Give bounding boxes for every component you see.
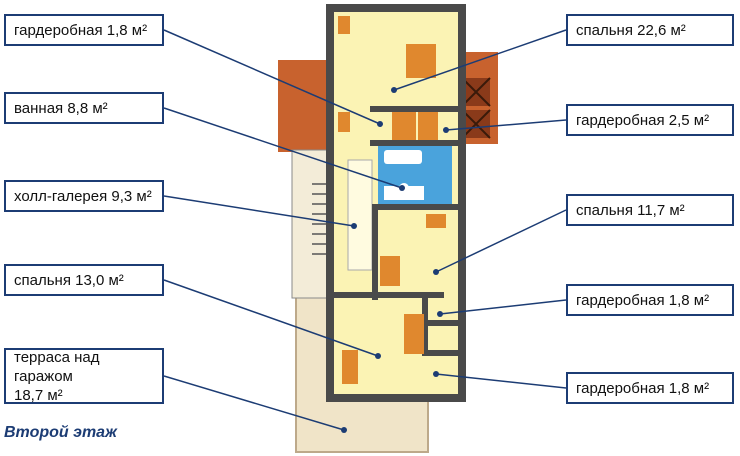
gallery-strip (347, 159, 373, 271)
leader-lines (163, 29, 567, 431)
label-text: гардеробная 1,8 м² (576, 379, 710, 397)
floor-caption: Второй этаж (4, 424, 117, 441)
label-text: холл-галерея 9,3 м² (14, 187, 152, 205)
label-text: гардеробная 1,8 м² (576, 291, 710, 309)
label-bedroom-11: спальня 11,7 м² (566, 194, 734, 226)
label-bedroom-22: спальня 22,6 м² (566, 14, 734, 46)
label-text: спальня 13,0 м² (14, 271, 124, 289)
label-bedroom-13: спальня 13,0 м² (4, 264, 164, 296)
label-text: гардеробная 1,8 м² (14, 21, 148, 39)
label-wardrobe-4: гардеробная 1,8 м² (566, 372, 734, 404)
label-terrace: терраса над гаражом 18,7 м² (4, 348, 164, 404)
chimney-icon (461, 77, 491, 139)
label-text: ванная 8,8 м² (14, 99, 108, 117)
label-text: спальня 11,7 м² (576, 201, 685, 219)
label-wardrobe-2: гардеробная 2,5 м² (566, 104, 734, 136)
label-text: терраса над гаражом (14, 348, 100, 385)
label-bathroom: ванная 8,8 м² (4, 92, 164, 124)
walls (326, 4, 466, 402)
label-text: гардеробная 2,5 м² (576, 111, 710, 129)
bathtub-icon (384, 150, 422, 164)
label-wardrobe-3: гардеробная 1,8 м² (566, 284, 734, 316)
label-hall-gallery: холл-галерея 9,3 м² (4, 180, 164, 212)
leader-dots (341, 87, 449, 433)
label-wardrobe-1: гардеробная 1,8 м² (4, 14, 164, 46)
furniture (338, 16, 446, 384)
label-text: спальня 22,6 м² (576, 21, 686, 39)
stair-icon (312, 183, 328, 255)
roof-left (278, 60, 330, 152)
label-text: 18,7 м² (14, 386, 63, 404)
